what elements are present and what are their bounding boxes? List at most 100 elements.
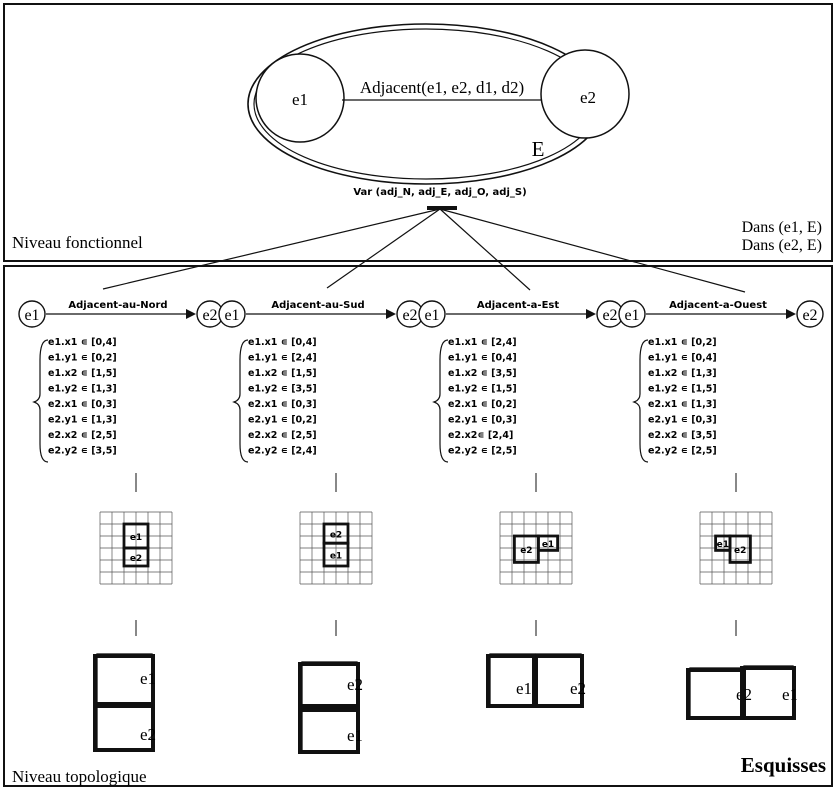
sketch-region xyxy=(532,654,584,708)
variant-constraint: e2.x2 ∊ [2,5] xyxy=(48,430,117,441)
functional-level-panel: e1 e2 Adjacent(e1, e2, d1, d2) E Var (ad… xyxy=(3,3,833,262)
variants-group: e1 e2 Adjacent-au-Nord e1.x1 ∊ [0,4] e1.y1 ∊… xyxy=(18,300,824,754)
variant-constraint-brace xyxy=(232,339,249,463)
grid-region-label: e1 xyxy=(330,552,342,562)
link-east xyxy=(439,208,531,291)
link-south xyxy=(326,208,441,289)
variant-constraint: e2.y2 ∊ [3,5] xyxy=(48,446,117,457)
variant-relation-label: Adjacent-a-Est xyxy=(477,300,560,311)
grid-region xyxy=(322,541,350,568)
variant-constraint: e2.y2 ∊ [2,5] xyxy=(648,446,717,457)
functional-frame xyxy=(3,3,833,262)
variant-constraint: e1.y1 ∊ [0,4] xyxy=(448,353,517,364)
topological-frame xyxy=(3,265,833,787)
grid-region-label: e2 xyxy=(130,554,142,564)
variant-constraint: e2.x2 ∊ [2,5] xyxy=(248,430,317,441)
esquisses-label: Esquisses xyxy=(741,753,826,777)
grid-region-label: e1 xyxy=(542,540,554,550)
grid-region xyxy=(122,546,150,568)
variant-constraint: e2.y2 ∊ [2,4] xyxy=(248,446,317,457)
variant-constraint: e2.x2 ∊ [3,5] xyxy=(648,430,717,441)
topological-level-panel: Niveau topologique Esquisses xyxy=(3,265,833,787)
variant-constraint: e2.x1 ∊ [0,2] xyxy=(448,399,517,410)
variant-node-e2-label: e2 xyxy=(202,307,217,324)
variant-node-e1-label: e1 xyxy=(624,307,639,324)
variant-constraint: e1.y1 ∊ [0,2] xyxy=(48,353,117,364)
sketch-region-stroke xyxy=(301,707,358,754)
link-north xyxy=(102,208,441,290)
sketch-region-label: e2 xyxy=(140,725,156,744)
variant-constraint: e1.x2 ∊ [1,5] xyxy=(48,368,117,379)
variant-node-e1 xyxy=(218,300,246,328)
variant-relation-label: Adjacent-au-Nord xyxy=(68,300,167,311)
variant-constraint: e1.x1 ∊ [2,4] xyxy=(448,337,517,348)
variant-constraint: e1.y2 ∊ [1,3] xyxy=(48,384,117,395)
node-e1 xyxy=(255,53,345,143)
variant-constraint: e1.x2 ∊ [3,5] xyxy=(448,368,517,379)
sketch-region-label: e1 xyxy=(782,685,798,704)
sketch-region xyxy=(298,662,360,708)
variant-grid: e2 e1 xyxy=(299,511,373,585)
functional-level-label: Niveau fonctionnel xyxy=(12,233,143,252)
variant-grid: e1 e2 xyxy=(99,511,173,585)
variant-node-e2 xyxy=(796,300,824,328)
grid-region-label: e2 xyxy=(520,546,532,556)
variant-node-e2-label: e2 xyxy=(402,307,417,324)
adjacent-relation-label: Adjacent(e1, e2, d1, d2) xyxy=(360,78,524,97)
grid-region-label: e1 xyxy=(130,533,142,543)
variant-constraint: e1.x1 ∊ [0,2] xyxy=(648,337,717,348)
variant-constraint: e2.y2 ∊ [2,5] xyxy=(448,446,517,457)
variant-constraint-brace xyxy=(32,339,49,463)
variant-links xyxy=(102,208,746,293)
sketch-region-stroke xyxy=(301,661,358,708)
variant-grid: e2 e1 xyxy=(499,511,573,585)
variant-constraint: e2.y1 ∊ [0,3] xyxy=(648,415,717,426)
variant-constraint: e1.y1 ∊ [2,4] xyxy=(248,353,317,364)
container-label: E xyxy=(532,137,545,161)
variant-node-e1 xyxy=(18,300,46,328)
variant-node-e1 xyxy=(418,300,446,328)
variant-node-e1-label: e1 xyxy=(224,307,239,324)
variant-node-e1-label: e1 xyxy=(424,307,439,324)
variant-constraint: e1.y2 ∊ [1,5] xyxy=(448,384,517,395)
variant-relation-label: Adjacent-a-Ouest xyxy=(669,300,767,311)
variant-constraint: e1.x2 ∊ [1,3] xyxy=(648,368,717,379)
dans-e2: Dans (e2, E) xyxy=(742,237,822,254)
variant-1: e1 e2 Adjacent-au-Sud e1.x1 ∊ [0,4] e1.y1 ∊ … xyxy=(218,300,424,754)
var-label: Var (adj_N, adj_E, adj_O, adj_S) xyxy=(353,187,526,198)
sketch-region-label: e1 xyxy=(516,679,532,698)
variant-relation-label: Adjacent-au-Sud xyxy=(271,300,364,311)
variant-constraint: e1.x1 ∊ [0,4] xyxy=(48,337,117,348)
variant-constraint: e2.x1 ∊ [1,3] xyxy=(648,399,717,410)
grid-region-label: e2 xyxy=(330,531,342,541)
variant-arrowhead xyxy=(386,309,396,319)
sketch-region-stroke xyxy=(96,703,153,752)
dans-e1: Dans (e1, E) xyxy=(742,219,822,236)
variant-constraint: e1.y2 ∊ [3,5] xyxy=(248,384,317,395)
grid-region xyxy=(537,534,560,552)
node-e1-label: e1 xyxy=(292,90,308,109)
variant-arrowhead xyxy=(586,309,596,319)
sketch-region-label: e1 xyxy=(347,726,363,745)
variant-constraint: e2.y1 ∊ [0,2] xyxy=(248,415,317,426)
variant-0: e1 e2 Adjacent-au-Nord e1.x1 ∊ [0,4] e1.y1 ∊… xyxy=(18,300,224,752)
variant-node-e1 xyxy=(618,300,646,328)
topological-level-label: Niveau topologique xyxy=(12,767,147,786)
variant-constraint: e1.x1 ∊ [0,4] xyxy=(248,337,317,348)
node-e2 xyxy=(540,49,630,139)
variant-constraint: e1.y2 ∊ [1,5] xyxy=(648,384,717,395)
variant-node-e1-label: e1 xyxy=(24,307,39,324)
variant-constraint: e1.y1 ∊ [0,4] xyxy=(648,353,717,364)
grid-region-label: e1 xyxy=(717,540,729,550)
variant-constraint: e2.y1 ∊ [0,3] xyxy=(448,415,517,426)
variant-constraint: e2.x2∊ [2,4] xyxy=(448,430,513,441)
variant-constraint-brace xyxy=(632,339,649,463)
sketch-region xyxy=(93,704,155,752)
